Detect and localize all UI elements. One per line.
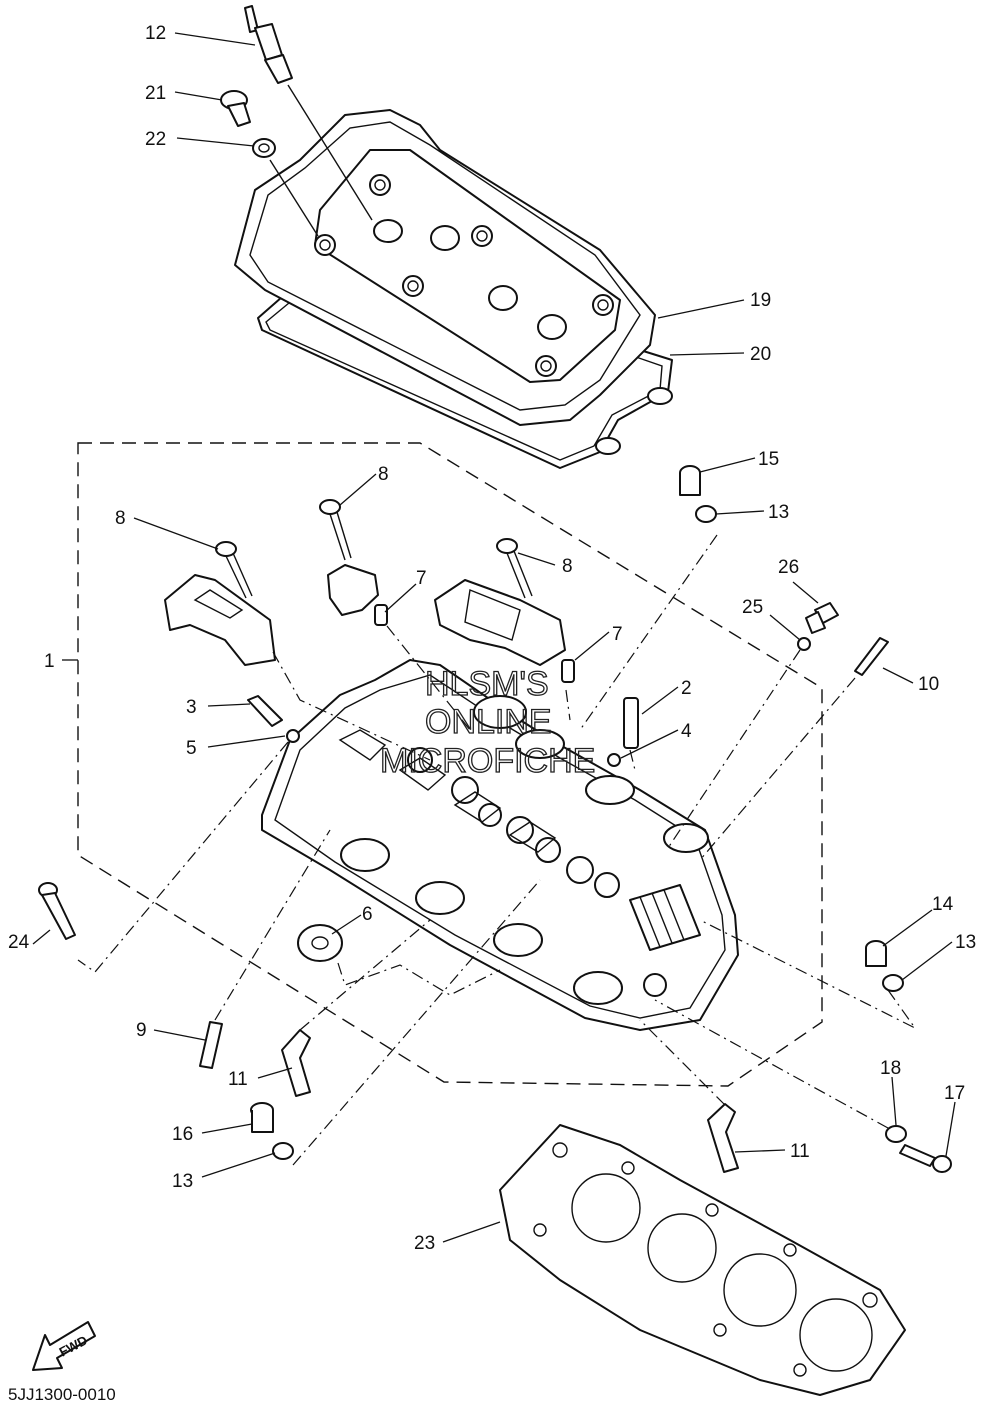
- callout-8-left: 8: [115, 508, 126, 529]
- callout-6: 6: [362, 904, 373, 925]
- camshaft-cap-right: [434, 579, 566, 666]
- fitting-11-right: [707, 1103, 739, 1173]
- fitting-11-left: [281, 1029, 311, 1097]
- washer-18: [885, 1125, 907, 1143]
- bolt-24: [38, 882, 76, 940]
- callout-21: 21: [145, 83, 166, 104]
- callout-18: 18: [880, 1058, 901, 1079]
- callout-labels: 12 21 22 19 20 15 13 8 8 8 26 25 7 7 1 1…: [8, 23, 976, 1254]
- o-ring-4: [607, 753, 621, 767]
- callout-9: 9: [136, 1020, 147, 1041]
- watermark: HLSM'S ONLINE MICROFICHE: [379, 664, 596, 780]
- callout-16: 16: [172, 1124, 193, 1145]
- dowel-pins: [374, 604, 575, 683]
- diagram-code: 5JJ1300-0010: [8, 1385, 116, 1404]
- callout-2: 2: [681, 678, 692, 699]
- callout-13-right: 13: [955, 932, 976, 953]
- callout-19: 19: [750, 290, 771, 311]
- cover-seal: [252, 138, 276, 158]
- camshaft-cap-center: [327, 564, 379, 616]
- callout-26: 26: [778, 557, 799, 578]
- callout-12: 12: [145, 23, 166, 44]
- callout-7-center: 7: [416, 568, 427, 589]
- callout-8-right: 8: [562, 556, 573, 577]
- cap-nut-16: [250, 1102, 274, 1133]
- stud-bolt-2: [623, 697, 639, 749]
- watermark-line-1: HLSM'S: [425, 665, 549, 703]
- callout-11-left: 11: [228, 1069, 248, 1090]
- collar-15: [679, 465, 701, 496]
- callout-23: 23: [414, 1233, 435, 1254]
- assembly-boundary: [77, 442, 823, 1087]
- spark-plug: [244, 5, 293, 84]
- callout-3: 3: [186, 697, 197, 718]
- callout-10: 10: [918, 674, 939, 695]
- callout-24: 24: [8, 932, 30, 953]
- cylinder-head: [261, 659, 739, 1031]
- callout-17: 17: [944, 1083, 965, 1104]
- stud-10: [854, 637, 889, 676]
- cover-bolt: [220, 90, 251, 127]
- callout-7-right: 7: [612, 624, 623, 645]
- cap-bolts: [215, 499, 533, 599]
- washer-13-bottom: [272, 1142, 294, 1160]
- callout-13-top: 13: [768, 502, 789, 523]
- callout-5: 5: [186, 738, 197, 759]
- washer-13-top: [695, 505, 717, 523]
- callout-13-bottom: 13: [172, 1171, 193, 1192]
- callout-25: 25: [742, 597, 763, 618]
- callout-22: 22: [145, 129, 166, 150]
- callout-4: 4: [681, 721, 692, 742]
- callout-11-right: 11: [790, 1141, 810, 1162]
- camshaft-cap-left: [164, 574, 276, 666]
- head-gasket: [499, 1124, 906, 1396]
- o-ring-5: [286, 729, 300, 743]
- stud-bolt-3: [247, 695, 283, 727]
- callout-8-center: 8: [378, 464, 389, 485]
- bolt-26: [805, 602, 839, 634]
- watermark-line-3: MICROFICHE: [380, 742, 595, 780]
- assembly-lines: [77, 534, 916, 1166]
- bolt-17: [899, 1144, 952, 1173]
- callout-20: 20: [750, 344, 771, 365]
- callout-14: 14: [932, 894, 954, 915]
- callout-15: 15: [758, 449, 779, 470]
- fwd-arrow: FWD: [32, 1321, 96, 1371]
- watermark-line-2: ONLINE: [425, 703, 552, 741]
- dowel-9: [199, 1021, 223, 1069]
- washer-13-right: [882, 974, 904, 992]
- fwd-label: FWD: [57, 1332, 90, 1359]
- cap-nut-14: [865, 940, 887, 967]
- plug-6: [297, 924, 343, 962]
- washer-25: [797, 637, 811, 651]
- callout-leaders: [32, 32, 956, 1243]
- cylinder-head-cover: [234, 109, 673, 469]
- callout-1: 1: [44, 651, 55, 672]
